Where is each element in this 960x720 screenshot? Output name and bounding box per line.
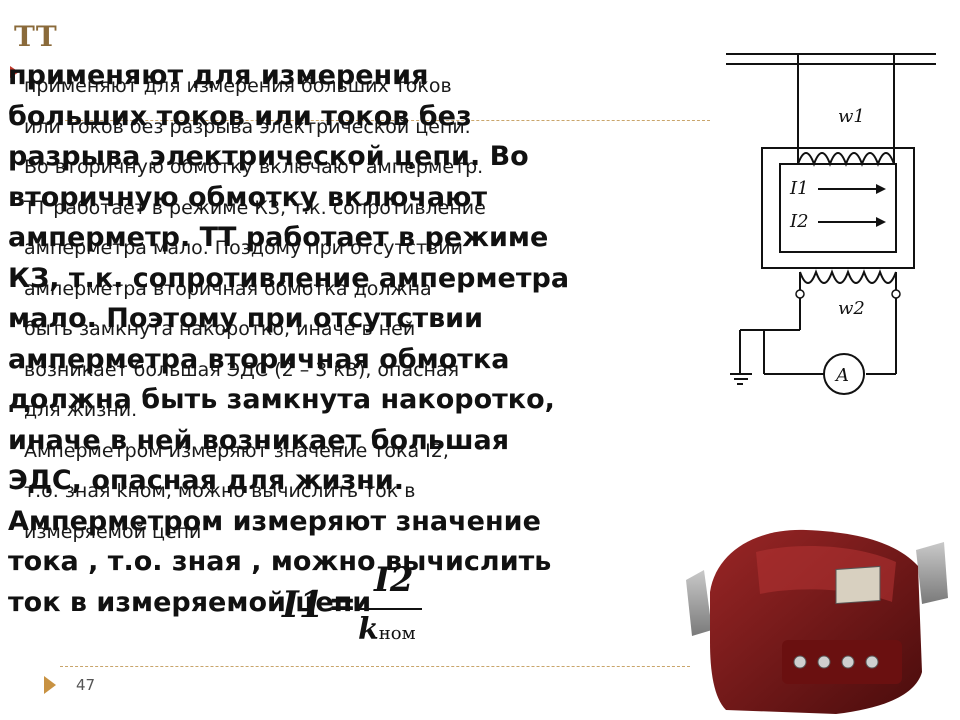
background-line: амперметра вторичная обмотка должна <box>24 277 432 300</box>
formula-fraction-bar <box>356 608 422 610</box>
foreground-text-block: применяют для измерения больших токов ил… <box>8 56 708 623</box>
foreground-line: мало. Поэтому при отсутствии <box>8 303 484 334</box>
core-outer <box>761 147 915 269</box>
label-ammeter: A <box>834 365 849 386</box>
current-formula: I1 = I2 kном <box>282 560 442 656</box>
transformer-circuit-diagram: w1 w2 I1 I2 A <box>726 53 936 395</box>
formula-equals: = <box>328 584 357 624</box>
foreground-line: вторичную обмотку включают <box>8 181 488 213</box>
foreground-line: ЭДС, опасная для жизни. <box>8 465 404 496</box>
slide-title: ТТ <box>14 20 58 53</box>
terminal-left-plate <box>686 570 712 636</box>
foreground-line: иначе в ней возникает большая <box>8 424 510 456</box>
divider-bottom <box>60 666 690 667</box>
current-transformer-photo <box>686 529 948 714</box>
label-w2: w2 <box>838 298 865 319</box>
nameplate <box>835 565 881 605</box>
core-inner <box>779 163 897 253</box>
background-line: быть замкнута накоротко, иначе в ней <box>24 318 416 340</box>
terminal-right-plate <box>916 542 948 604</box>
background-line: ТТ работает в режиме КЗ, т.к. сопротивле… <box>24 196 486 219</box>
formula-denominator-k: k <box>358 612 379 647</box>
bullet-arrow-icon <box>10 66 19 78</box>
label-i2: I2 <box>789 211 809 232</box>
foreground-line: КЗ, т.к. сопротивление амперметра <box>8 262 570 294</box>
formula-numerator: I2 <box>374 560 414 600</box>
background-line: измеряемой цепи <box>24 520 202 543</box>
divider-top <box>60 120 710 121</box>
background-line: или токов без разрыва электрической цепи… <box>24 115 471 138</box>
formula-denominator-sub: ном <box>378 623 416 644</box>
background-line: т.о. зная kном, можно вычислить ток в <box>24 480 416 502</box>
primary-coil <box>797 152 895 167</box>
background-line: Во вторичную обмотку включают амперметр. <box>24 156 484 178</box>
background-line: для жизни. <box>24 399 138 421</box>
foreground-line: применяют для измерения <box>8 60 429 91</box>
formula-denominator: kном <box>358 612 416 647</box>
page-arrow-icon <box>44 676 56 694</box>
background-line: применяют для измерения больших токов <box>24 75 452 97</box>
label-i1: I1 <box>789 178 809 199</box>
foreground-line: больших токов или токов без <box>8 100 472 132</box>
background-line: Амперметром измеряют значение тока I2, <box>24 439 449 462</box>
secondary-coil <box>799 269 897 284</box>
ammeter-circle <box>823 353 865 395</box>
background-line: амперметра мало. Поздому при отсутствии <box>24 237 463 259</box>
background-text-block: применяют для измерения больших токов ил… <box>24 66 704 552</box>
page-number: 47 <box>76 676 96 694</box>
foreground-line: должна быть замкнута накоротко, <box>8 384 555 415</box>
formula-lhs: I1 <box>282 584 324 626</box>
background-line: возникает большая ЭДС (2 – 3 кВ), опасна… <box>24 358 460 381</box>
foreground-line: тока , т.о. зная , можно вычислить <box>8 546 552 577</box>
foreground-line: Амперметром измеряют значение <box>8 505 541 537</box>
foreground-line: ток в измеряемой цепи <box>8 586 372 618</box>
foreground-line: амперметр. ТТ работает в режиме <box>8 222 549 253</box>
foreground-line: разрыва электрической цепи. Во <box>8 141 529 172</box>
foreground-line: амперметра вторичная обмотка <box>8 343 510 375</box>
label-w1: w1 <box>838 106 865 127</box>
